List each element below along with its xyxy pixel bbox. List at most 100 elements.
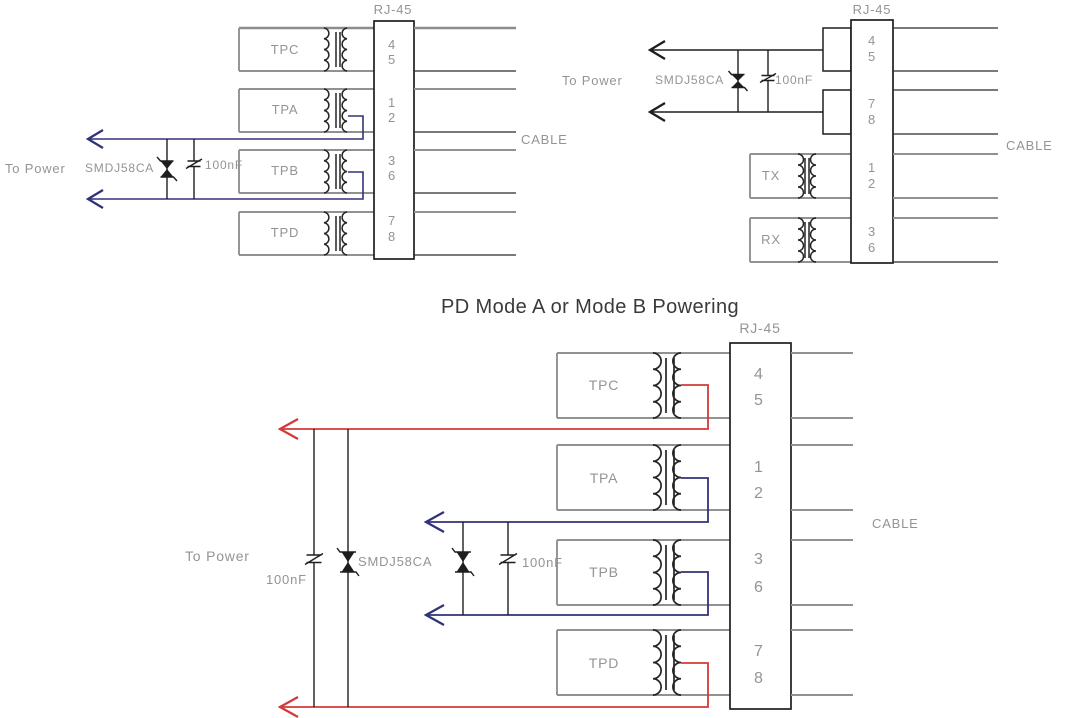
pin-number: 5 (388, 52, 396, 67)
pin-number: 1 (868, 160, 876, 175)
transformer-symbol (797, 153, 817, 199)
rj45-label: RJ-45 (374, 2, 413, 17)
capacitor (185, 139, 203, 199)
arrow-left-icon (85, 129, 104, 149)
arrow-left-icon (85, 189, 104, 209)
capacitor-label: 100nF (522, 555, 563, 570)
transformer-symbol (323, 149, 348, 194)
transformer-symbol (797, 217, 817, 263)
channel-label: RX (761, 232, 781, 247)
rj45-body (373, 20, 415, 260)
transformer-channel-tpc: TPC (556, 352, 730, 419)
capacitor-label: 100nF (205, 158, 243, 172)
tvs-triangle (731, 74, 745, 81)
capacitor-label: 100nF (266, 572, 307, 587)
pin-number: 8 (868, 112, 876, 127)
capacitor-right (498, 522, 518, 615)
power-tap-wires (647, 40, 823, 122)
tvs-triangle (160, 161, 174, 169)
rj45-body (850, 19, 894, 264)
cap-plates (759, 72, 777, 84)
tvs-diode-right (451, 522, 475, 615)
tvs-bottom-bar (731, 86, 749, 92)
circuit-top-right: To Power SMDJ58CA 100nF TX RX RJ-45 4 5 … (562, 2, 1053, 264)
transformer-channel-tpa: TPA (556, 444, 730, 511)
pin-number: 7 (754, 643, 764, 660)
transformer-channel-tpb: TPB (238, 149, 374, 194)
pin-number: 7 (388, 213, 396, 228)
capacitor-label: 100nF (775, 73, 813, 87)
arrow-left-icon (277, 695, 299, 718)
power-pin-stub-45 (822, 27, 852, 72)
transformer-symbol (323, 88, 348, 133)
pin-number: 5 (868, 49, 876, 64)
power-wire-negative (280, 662, 709, 708)
transformer-channel-tpc: TPC (238, 26, 374, 72)
pin-number: 5 (754, 392, 764, 409)
channel-label: TX (762, 168, 780, 183)
cable-label: CABLE (1006, 138, 1053, 153)
power-wire-negative (88, 171, 364, 200)
channel-label: TPC (589, 377, 619, 393)
tvs-top-bar (156, 156, 174, 162)
capacitor-left (304, 429, 324, 707)
channel-label: TPD (271, 225, 299, 240)
tvs-label: SMDJ58CA (358, 554, 432, 569)
cap-plates (185, 158, 203, 170)
diagram-title: PD Mode A or Mode B Powering (441, 296, 739, 318)
circuit-top-left: TPC TPA TPB TPD RJ-45 4 5 (5, 2, 568, 260)
rj45-body (729, 342, 792, 710)
tvs-label: SMDJ58CA (655, 73, 724, 87)
pin-number: 3 (388, 153, 396, 168)
cable-label: CABLE (872, 516, 919, 531)
pin-number: 8 (388, 229, 396, 244)
to-power-label: To Power (562, 73, 623, 88)
tvs-triangle (731, 81, 745, 88)
power-tap-wires-blue (423, 477, 709, 627)
tvs-triangle (341, 552, 355, 562)
pin-number: 2 (868, 176, 876, 191)
transformer-symbol (652, 352, 682, 419)
cable-label: CABLE (521, 132, 568, 147)
pin-number: 1 (754, 459, 764, 476)
tvs-bottom-bar (340, 571, 360, 577)
rj45-label: RJ-45 (739, 320, 780, 336)
channel-label: TPB (589, 564, 619, 580)
power-wire-positive (426, 477, 709, 523)
pin-number: 4 (754, 366, 764, 383)
tvs-top-bar (451, 547, 471, 553)
channel-label: TPB (271, 163, 299, 178)
tvs-triangle (456, 562, 470, 572)
tvs-triangle (160, 169, 174, 177)
pin-number: 6 (868, 240, 876, 255)
pin-number: 4 (388, 37, 396, 52)
power-tap-wires-red (277, 384, 709, 718)
pin-number: 3 (868, 224, 876, 239)
transformer-symbol (323, 211, 348, 256)
transformer-channel-tpb: TPB (556, 539, 730, 606)
pin-number: 4 (868, 33, 876, 48)
transformer-channel-tx: TX (749, 153, 851, 199)
transformer-channel-tpd: TPD (556, 629, 730, 696)
pin-number: 6 (754, 579, 764, 596)
pin-number: 8 (754, 670, 764, 687)
transformer-symbol (652, 444, 682, 511)
pin-number: 2 (388, 110, 396, 125)
tvs-diode (727, 50, 749, 112)
tvs-triangle (341, 562, 355, 572)
cap-plates (304, 552, 324, 566)
power-wire-negative (426, 571, 709, 616)
pin-number: 3 (754, 551, 764, 568)
rj45-connector: RJ-45 4 5 1 2 3 6 7 8 (373, 2, 415, 260)
tvs-diode-left (336, 429, 360, 707)
arrow-left-icon (423, 603, 445, 627)
cable-lines (893, 27, 998, 263)
pin-number: 7 (868, 96, 876, 111)
transformer-channel-tpa: TPA (238, 88, 374, 133)
cable-lines (791, 352, 853, 696)
capacitor (759, 50, 777, 112)
power-tap-wires (85, 115, 364, 209)
transformer-symbol (652, 629, 682, 696)
power-wire-positive (280, 384, 709, 430)
